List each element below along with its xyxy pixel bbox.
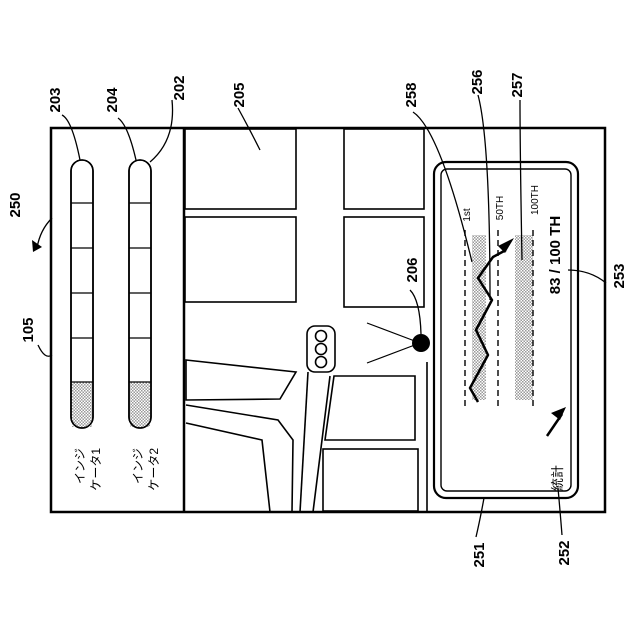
ref-252: 252 bbox=[556, 540, 573, 565]
indicator-1-label-line2: ケータ1 bbox=[89, 448, 103, 491]
statistics-panel: 1st 50TH 100TH 83 / 100 TH 統計 bbox=[434, 162, 578, 498]
marker-50th: 50TH bbox=[495, 196, 506, 220]
ref-253: 253 bbox=[611, 263, 628, 288]
rank-text: 83 / 100 TH bbox=[547, 216, 564, 294]
indicator-2-label-line1: インジ bbox=[131, 448, 145, 484]
traffic-signal-icon bbox=[307, 326, 335, 372]
ref-256: 256 bbox=[469, 69, 486, 94]
ref-204: 204 bbox=[104, 87, 121, 113]
indicator-1-label-line1: インジ bbox=[73, 448, 87, 484]
ref-258: 258 bbox=[403, 82, 420, 107]
ref-257: 257 bbox=[509, 72, 526, 97]
distribution-band-right bbox=[515, 235, 533, 400]
marker-100th: 100TH bbox=[530, 185, 541, 215]
ref-203: 203 bbox=[47, 87, 64, 112]
marker-1st: 1st bbox=[462, 208, 473, 222]
figure-arrowhead bbox=[32, 240, 42, 252]
indicator-2-label-line2: ケータ2 bbox=[147, 448, 161, 491]
indicator-1-fill bbox=[72, 382, 92, 427]
ref-250: 250 bbox=[7, 192, 24, 217]
indicator-2-fill bbox=[130, 382, 150, 427]
ref-205: 205 bbox=[231, 82, 248, 107]
ref-202: 202 bbox=[171, 75, 188, 100]
ref-105: 105 bbox=[20, 317, 37, 342]
statistics-label: 統計 bbox=[550, 465, 565, 491]
ref-251: 251 bbox=[471, 542, 488, 567]
ref-206: 206 bbox=[404, 257, 421, 282]
